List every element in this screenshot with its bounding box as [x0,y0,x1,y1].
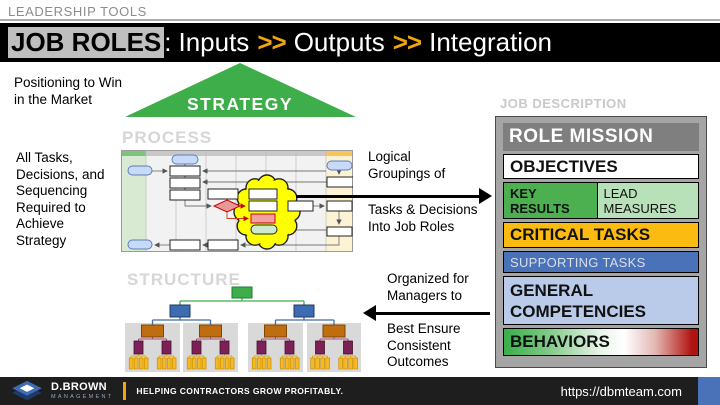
strategy-triangle: STRATEGY [125,63,356,117]
flow-shapes [127,154,353,251]
dbrown-logo-icon [12,380,42,401]
structure-section-label: STRUCTURE [127,270,241,289]
brand-subtitle: MANAGEMENT [51,393,114,400]
behaviors-row: BEHAVIORS [503,328,699,356]
role-mission-row: ROLE MISSION [503,123,699,151]
title-colon: : [164,27,172,57]
org-top-node [231,286,253,299]
chevron-icon: >> [392,27,422,57]
footer-bar: D.BROWN MANAGEMENT HELPING CONTRACTORS G… [0,377,720,405]
footer-divider [123,382,127,400]
structure-org-chart [125,286,361,372]
note-best-ensure: Best Ensure Consistent Outcomes [387,321,461,369]
note-logical-groupings: Logical Groupings of [368,149,446,181]
arrow-right-icon [296,188,492,204]
general-competencies-row: GENERAL COMPETENCIES [503,276,699,325]
critical-tasks-row: CRITICAL TASKS [503,222,699,248]
note-tasks-decisions: Tasks & Decisions Into Job Roles [368,202,478,234]
process-section-label: PROCESS [122,128,213,147]
arrow-left-icon [363,305,490,321]
process-flowchart [121,150,353,252]
supporting-tasks-row: SUPPORTING TASKS [503,251,699,273]
footer-tagline: HELPING CONTRACTORS GROW PROFITABLY. [136,386,344,396]
decision-diamond [212,199,242,213]
title-segment-outputs: Outputs [293,27,385,57]
job-description-section-label: JOB DESCRIPTION [500,96,627,111]
note-organized-for: Organized for Managers to [387,271,469,303]
title-banner: JOB ROLES:Inputs>>Outputs>>Integration [0,23,720,62]
title-highlight: JOB ROLES [8,27,165,58]
lead-measures-cell: LEAD MEASURES [596,182,699,219]
title-segment-inputs: Inputs [178,27,250,57]
note-all-tasks: All Tasks, Decisions, and Sequencing Req… [16,150,105,248]
title-segment-integration: Integration [429,27,552,57]
note-positioning: Positioning to Win in the Market [14,75,123,107]
objectives-row: OBJECTIVES [503,154,699,179]
strategy-label: STRATEGY [187,94,293,114]
brand-block: D.BROWN MANAGEMENT [51,382,113,400]
key-results-row: KEY RESULTS LEAD MEASURES [503,182,699,219]
brand-name: D.BROWN [51,381,107,393]
eyebrow-divider [0,19,720,21]
footer-corner-square [698,377,720,405]
footer-url[interactable]: https://dbmteam.com [560,383,682,399]
chevron-icon: >> [257,27,286,57]
eyebrow-label: LEADERSHIP TOOLS [8,4,147,19]
job-description-card: ROLE MISSION OBJECTIVES KEY RESULTS LEAD… [495,116,707,368]
key-results-cell: KEY RESULTS [503,182,598,219]
